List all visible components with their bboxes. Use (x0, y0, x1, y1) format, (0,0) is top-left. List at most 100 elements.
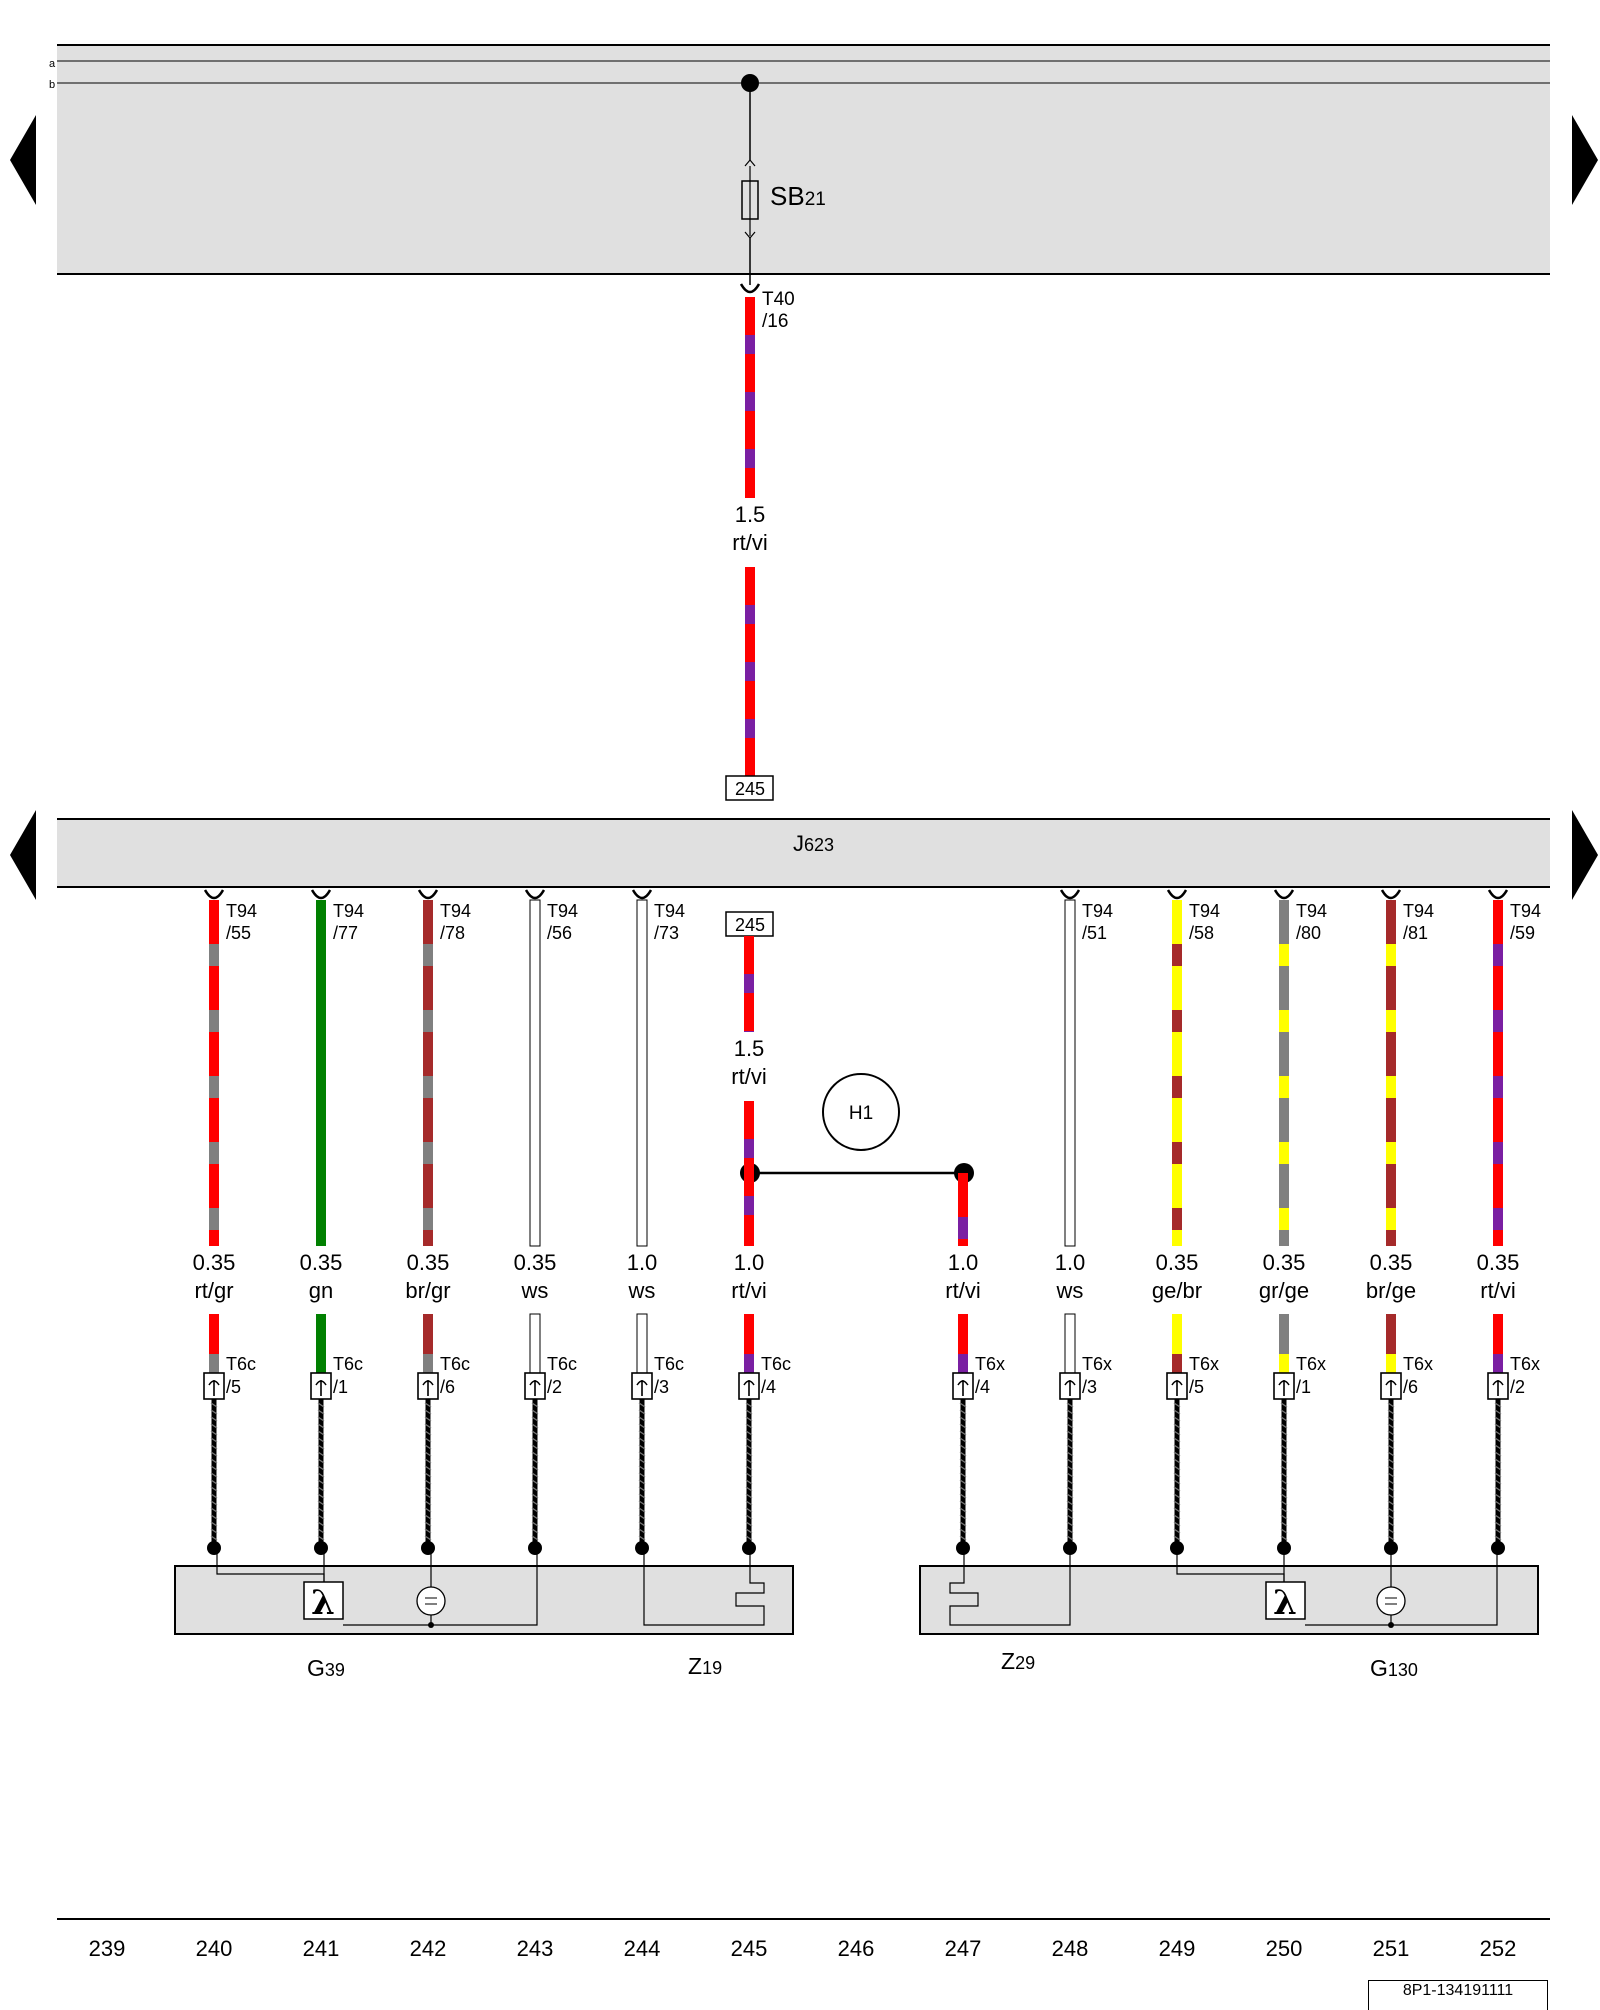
wire-segment (744, 1354, 754, 1373)
wire-segment (745, 449, 755, 468)
cable-twist-mark (1173, 1486, 1181, 1492)
wire-segment (1386, 1098, 1396, 1120)
wire-segment (1493, 1354, 1503, 1373)
component-label-g39: G39 (307, 1655, 345, 1681)
cable-twist-mark (317, 1465, 325, 1471)
component-pin-dot (421, 1541, 435, 1555)
cable-twist-mark (1387, 1451, 1395, 1457)
wire-segment (1386, 1120, 1396, 1142)
next-page-arrow-bottom[interactable] (1572, 810, 1598, 900)
lambda-symbol-g39: λ (311, 1583, 335, 1623)
cable-twist-mark (424, 1430, 432, 1436)
column-number: 241 (303, 1936, 340, 1961)
wire-segment (1386, 988, 1396, 1010)
cable-twist-mark (745, 1444, 753, 1450)
lambda-probe-g39-icon (303, 1581, 344, 1620)
cable-twist-mark (1387, 1430, 1395, 1436)
cable-twist-mark (1280, 1521, 1288, 1527)
cable-twist-mark (638, 1514, 646, 1520)
wire-upper-connector: T94 (654, 901, 685, 921)
prev-page-arrow-bottom[interactable] (10, 810, 36, 900)
cable-twist-mark (1494, 1437, 1502, 1443)
cable-twist-mark (638, 1423, 646, 1429)
connector-t94-icon (417, 889, 439, 900)
cable-twist-mark (317, 1437, 325, 1443)
wire-segment (1493, 1054, 1503, 1076)
wire-segment (209, 1142, 219, 1164)
wire-segment (1172, 1354, 1182, 1373)
connector-t94-icon (1487, 889, 1509, 900)
wire-segment (1386, 1076, 1396, 1098)
connector-pin-arrow-icon (1278, 1380, 1290, 1396)
wire-lower-pin: /6 (1403, 1377, 1418, 1397)
cable-twist-mark (745, 1465, 753, 1471)
cable-twist-mark (1280, 1528, 1288, 1534)
cable-twist-mark (1066, 1528, 1074, 1534)
wire-color-label: ge/br (1152, 1278, 1202, 1303)
cable-twist-mark (959, 1535, 967, 1541)
cable-twist-mark (959, 1458, 967, 1464)
cable-twist-mark (317, 1528, 325, 1534)
cable-twist-mark (1387, 1444, 1395, 1450)
wire-segment (1172, 1230, 1182, 1246)
connector-t94-icon (631, 889, 653, 900)
cable-twist-mark (1387, 1486, 1395, 1492)
cable-twist-mark (210, 1500, 218, 1506)
wire-segment (744, 955, 754, 974)
cable-twist-mark (745, 1493, 753, 1499)
wire-segment (316, 1098, 326, 1120)
top-connector-line2: /16 (762, 311, 788, 332)
cable-twist-mark (210, 1437, 218, 1443)
cable-twist-mark (1387, 1409, 1395, 1415)
wire-segment (745, 392, 755, 411)
cable-twist-mark (959, 1465, 967, 1471)
connector-t94-icon (203, 889, 225, 900)
wire-segment (316, 1120, 326, 1142)
wire-segment (316, 944, 326, 966)
wire-segment (1493, 944, 1503, 966)
cable-twist-mark (745, 1472, 753, 1478)
column-number: 244 (624, 1936, 661, 1961)
wire-upper-pin: /81 (1403, 923, 1428, 943)
wire-segment (958, 1354, 968, 1373)
wire-size-label: 1.0 (734, 1250, 765, 1275)
next-page-arrow-top[interactable] (1572, 115, 1598, 205)
wire-segment (744, 1177, 754, 1196)
wire-segment (1279, 1186, 1289, 1208)
cable-twist-mark (1173, 1458, 1181, 1464)
cable-twist-mark (424, 1402, 432, 1408)
connector-pin-arrow-icon (1171, 1380, 1183, 1396)
column-number: 245 (731, 1936, 768, 1961)
cable-twist-mark (424, 1493, 432, 1499)
cable-twist-mark (638, 1528, 646, 1534)
wire-segment (745, 681, 755, 700)
cable-twist-mark (531, 1479, 539, 1485)
wire-segment (209, 1120, 219, 1142)
component-cable (1173, 1399, 1181, 1548)
wire-segment (1386, 1186, 1396, 1208)
cable-twist-mark (1066, 1521, 1074, 1527)
cable-twist-mark (210, 1514, 218, 1520)
cable-twist-mark (1280, 1423, 1288, 1429)
cable-twist-mark (1494, 1493, 1502, 1499)
cable-twist-mark (638, 1486, 646, 1492)
wire-segment (1172, 1164, 1182, 1186)
cable-twist-mark (1280, 1416, 1288, 1422)
wire-lower-pin: /5 (1189, 1377, 1204, 1397)
cable-twist-mark (1173, 1507, 1181, 1513)
wire-segment (744, 1012, 754, 1031)
wire-segment (1279, 1334, 1289, 1354)
cable-twist-mark (424, 1423, 432, 1429)
g130-node (1388, 1622, 1394, 1628)
cable-twist-mark (424, 1479, 432, 1485)
prev-page-arrow-top[interactable] (10, 115, 36, 205)
wire-upper-connector: T94 (333, 901, 364, 921)
cable-twist-mark (210, 1486, 218, 1492)
wire-upper-pin: /55 (226, 923, 251, 943)
wire-segment (1172, 1098, 1182, 1120)
wire-segment (1386, 1334, 1396, 1354)
wire-segment (1493, 900, 1503, 922)
cable-twist-mark (210, 1444, 218, 1450)
cable-twist-mark (210, 1507, 218, 1513)
cable-twist-mark (531, 1500, 539, 1506)
